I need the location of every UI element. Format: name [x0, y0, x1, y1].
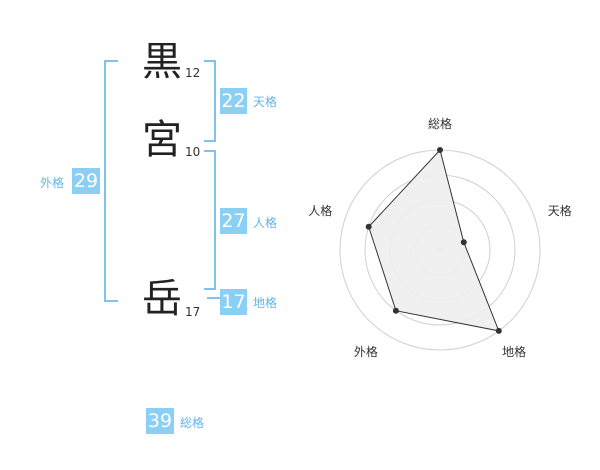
chikaku-value: 17 [220, 289, 247, 315]
jinkaku-label: 人格 [253, 216, 278, 230]
radar-data-point [495, 327, 502, 334]
tenkaku-value: 22 [220, 88, 247, 114]
name-char-2: 宮 [142, 117, 182, 163]
gaikaku-label: 外格 [40, 176, 65, 190]
stroke-count-2: 10 [185, 145, 201, 159]
name-char-3: 岳 [142, 276, 182, 322]
radar-axis-label: 外格 [354, 344, 378, 359]
stroke-count-1: 12 [185, 66, 201, 80]
stroke-count-3: 17 [185, 305, 201, 319]
jinkaku-bracket [204, 150, 216, 290]
radar-axis-label: 天格 [548, 203, 572, 218]
soukaku-value: 39 [146, 408, 174, 434]
radar-data-point [460, 239, 467, 246]
gaikaku-bracket [104, 60, 118, 302]
gaikaku-value: 29 [72, 168, 100, 194]
radar-data-area [368, 148, 500, 332]
radar-data-point [392, 307, 399, 314]
tenkaku-bracket [204, 60, 216, 142]
soukaku-label: 総格 [180, 416, 205, 430]
chikaku-label: 地格 [253, 296, 278, 310]
radar-axis-label: 人格 [308, 203, 332, 218]
radar-data-point [365, 223, 372, 230]
radar-data-point [437, 147, 443, 153]
radar-axis-label: 地格 [502, 344, 526, 359]
radar-axis-label: 総格 [428, 116, 452, 131]
jinkaku-value: 27 [220, 208, 247, 234]
chikaku-connector [207, 297, 220, 299]
name-char-1: 黒 [142, 39, 182, 85]
tenkaku-label: 天格 [253, 95, 278, 109]
